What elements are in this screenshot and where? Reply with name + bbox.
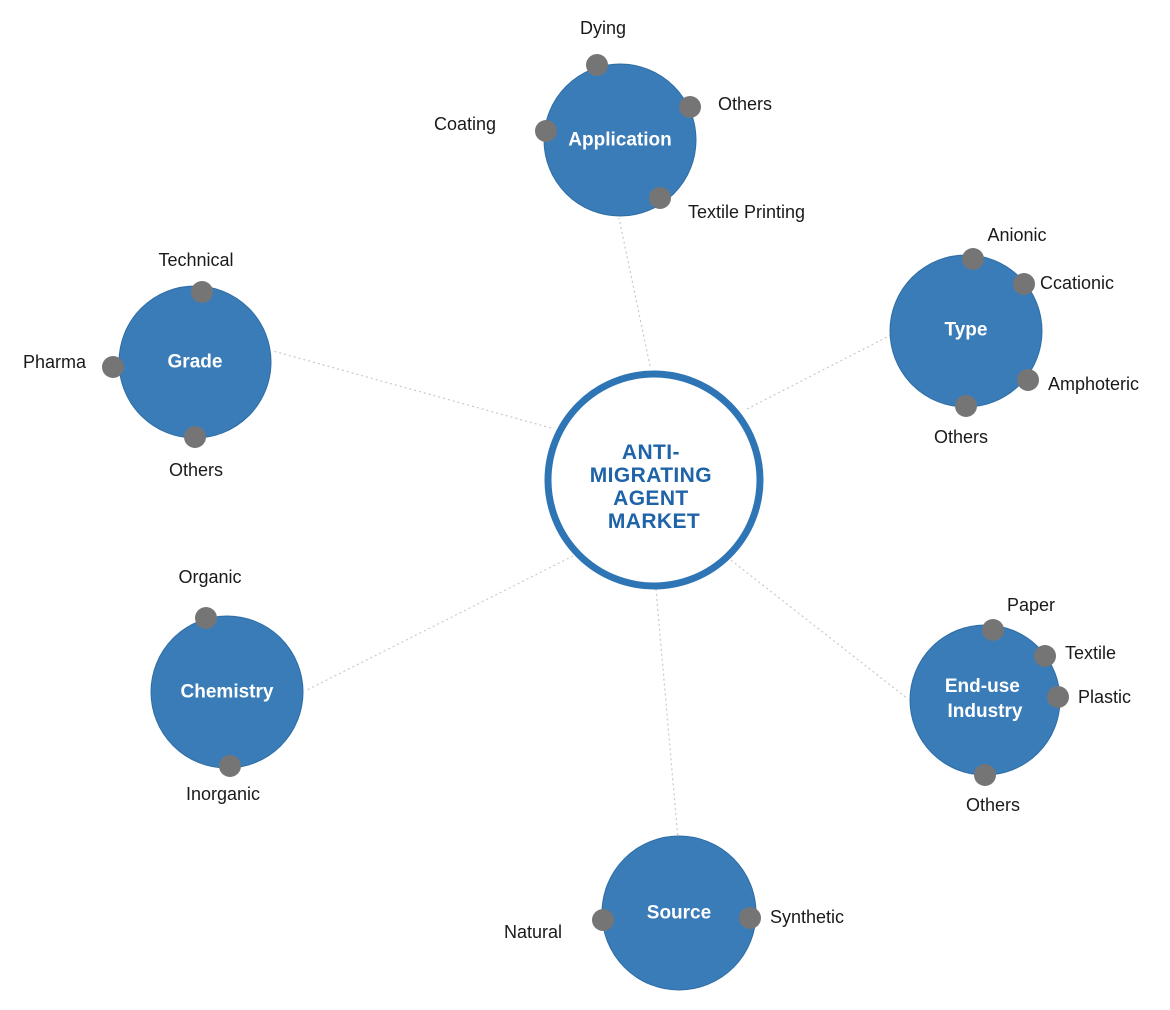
pharma-label: Pharma (23, 352, 87, 372)
amphoteric-label: Amphoteric (1048, 374, 1139, 394)
connector-lines (272, 217, 909, 840)
segment-type: Type Anionic Ccationic Amphoteric Others (889, 225, 1139, 447)
type-others-dot (955, 395, 977, 417)
end-use-industry-label-line-1: End-use (945, 676, 1020, 697)
center-title: ANTI- MIGRATING AGENT MARKET (590, 441, 718, 533)
textile-printing-dot (649, 187, 671, 209)
paper-label: Paper (1007, 595, 1055, 615)
connector-source (655, 588, 679, 840)
application-label: Application (568, 130, 671, 151)
technical-dot (191, 281, 213, 303)
organic-label: Organic (178, 567, 241, 587)
plastic-label: Plastic (1078, 687, 1131, 707)
ccationic-dot (1013, 273, 1035, 295)
center-title-line-2: MIGRATING (590, 464, 712, 487)
dying-label: Dying (580, 18, 626, 38)
application-others-label: Others (718, 94, 772, 114)
center-title-line-4: MARKET (608, 510, 700, 533)
connector-grade (272, 350, 552, 429)
center-hub: ANTI- MIGRATING AGENT MARKET (544, 370, 764, 590)
paper-dot (982, 619, 1004, 641)
natural-label: Natural (504, 922, 562, 942)
inorganic-dot (219, 755, 241, 777)
segment-application: Application Dying Others Coating Textile… (434, 18, 805, 222)
connector-end-use-industry (726, 556, 909, 700)
grade-label: Grade (168, 352, 223, 373)
dying-dot (586, 54, 608, 76)
textile-printing-label: Textile Printing (688, 202, 805, 222)
amphoteric-dot (1017, 369, 1039, 391)
ccationic-label: Ccationic (1040, 273, 1114, 293)
segment-grade: Grade Technical Pharma Others (23, 250, 272, 480)
connector-chemistry (304, 555, 574, 692)
coating-label: Coating (434, 114, 496, 134)
textile-label: Textile (1065, 643, 1116, 663)
source-label: Source (647, 903, 711, 924)
application-others-dot (679, 96, 701, 118)
center-circle (544, 370, 764, 590)
type-label: Type (945, 320, 988, 341)
grade-others-dot (184, 426, 206, 448)
connector-type (746, 334, 892, 410)
end-use-others-dot (974, 764, 996, 786)
grade-others-label: Others (169, 460, 223, 480)
anionic-dot (962, 248, 984, 270)
plastic-dot (1047, 686, 1069, 708)
technical-label: Technical (158, 250, 233, 270)
end-use-industry-label-line-2: Industry (948, 701, 1023, 722)
pharma-dot (102, 356, 124, 378)
center-title-line-3: AGENT (613, 487, 689, 510)
coating-dot (535, 120, 557, 142)
organic-dot (195, 607, 217, 629)
connector-application (618, 217, 651, 367)
end-use-others-label: Others (966, 795, 1020, 815)
textile-dot (1034, 645, 1056, 667)
type-others-label: Others (934, 427, 988, 447)
segment-source: Source Natural Synthetic (504, 835, 844, 991)
anionic-label: Anionic (987, 225, 1046, 245)
synthetic-dot (739, 907, 761, 929)
center-title-line-1: ANTI- (622, 441, 680, 464)
segment-end-use-industry: End-use Industry Paper Textile Plastic O… (909, 595, 1131, 815)
inorganic-label: Inorganic (186, 784, 260, 804)
synthetic-label: Synthetic (770, 907, 844, 927)
end-use-industry-label: End-use Industry (945, 676, 1025, 722)
segment-chemistry: Chemistry Organic Inorganic (150, 567, 304, 804)
chemistry-label: Chemistry (181, 682, 274, 703)
natural-dot (592, 909, 614, 931)
